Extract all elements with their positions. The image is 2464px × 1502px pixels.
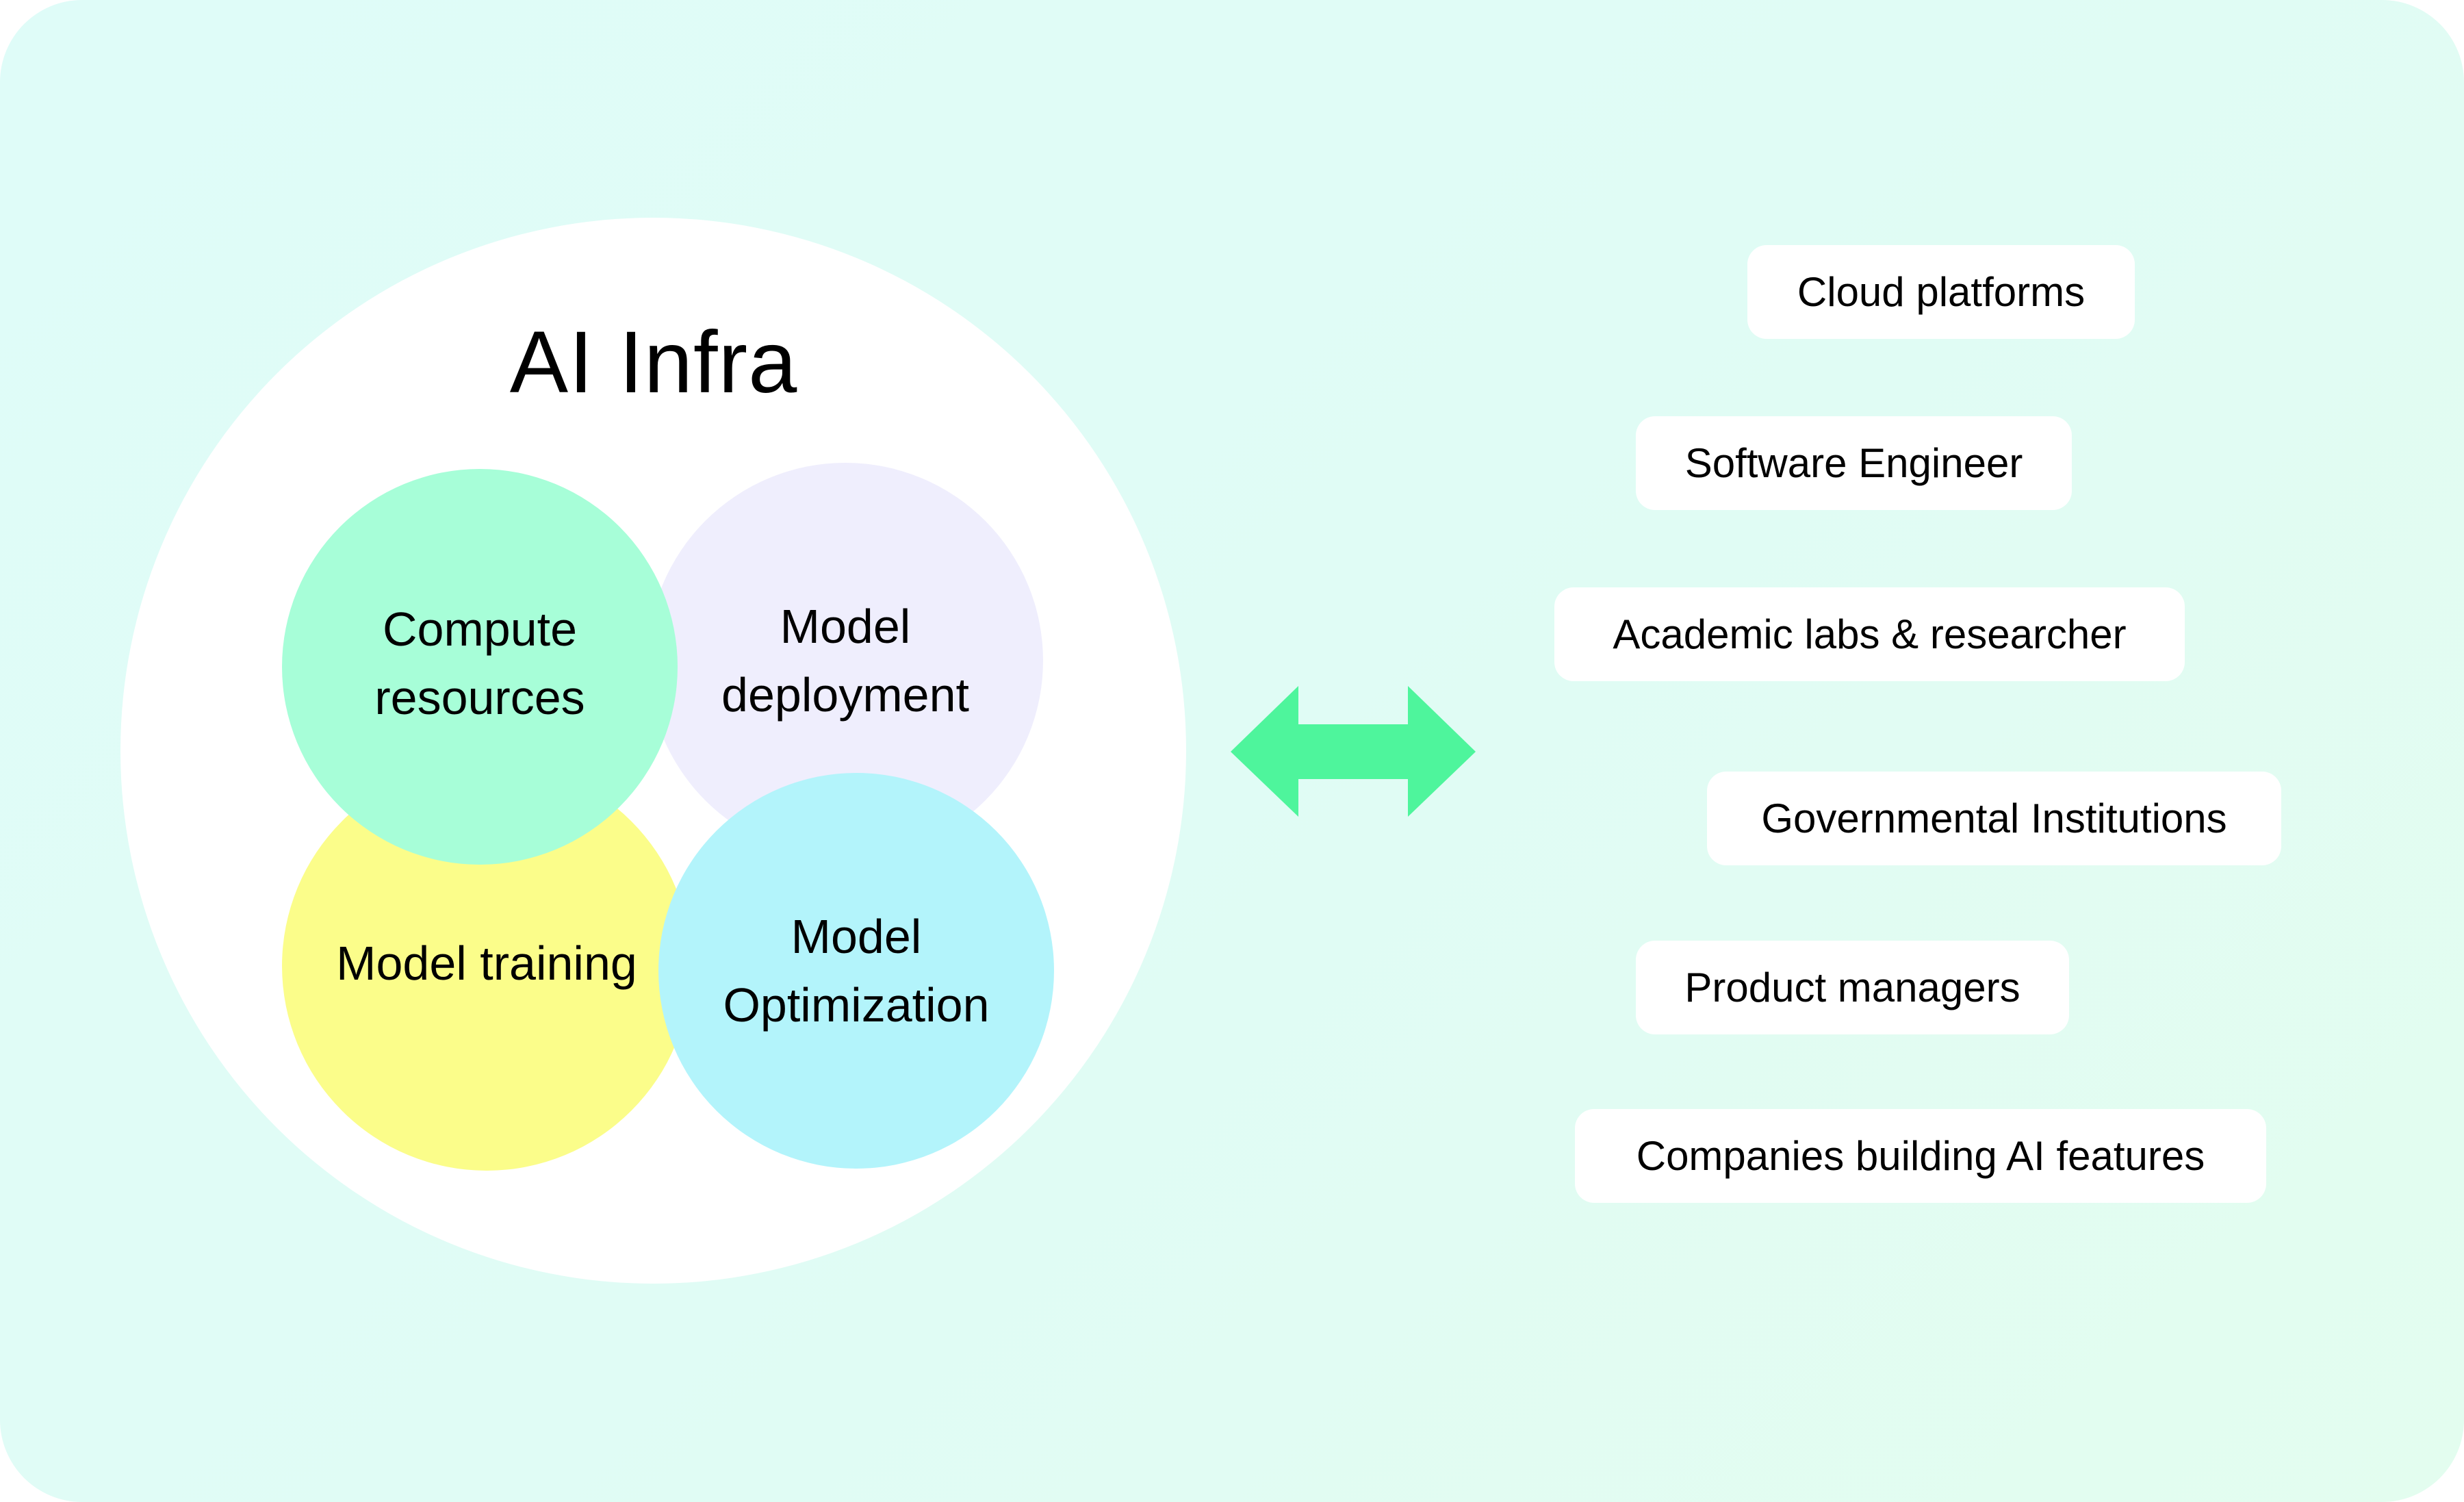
stakeholder-tag: Companies building AI features xyxy=(1575,1109,2266,1203)
component-model-deployment: Model deployment xyxy=(647,463,1043,858)
stakeholder-tag: Product managers xyxy=(1636,941,2069,1034)
double-arrow-shape xyxy=(1231,686,1476,817)
stakeholder-tag: Academic labs & researcher xyxy=(1554,587,2185,681)
component-compute-resources: Compute resources xyxy=(282,469,678,865)
component-label-line: resources xyxy=(374,671,585,724)
component-label: Model deployment xyxy=(721,592,969,729)
stakeholder-tag: Governmental Institutions xyxy=(1707,772,2281,865)
stakeholder-tag: Cloud platforms xyxy=(1747,245,2135,339)
stakeholder-label: Product managers xyxy=(1684,965,2020,1010)
diagram-title: AI Infra xyxy=(509,314,798,411)
double-arrow-icon xyxy=(1231,686,1476,817)
component-label: Compute resources xyxy=(374,595,585,732)
component-label-line: Compute xyxy=(382,602,578,656)
stakeholder-label: Cloud platforms xyxy=(1797,269,2086,315)
component-label: Model training xyxy=(336,929,637,997)
component-label-line: deployment xyxy=(721,668,969,722)
stakeholder-label: Academic labs & researcher xyxy=(1613,611,2127,657)
component-model-optimization: Model Optimization xyxy=(658,773,1054,1169)
stakeholder-label: Software Engineer xyxy=(1684,440,2023,486)
component-label: Model Optimization xyxy=(723,902,989,1039)
stakeholder-tag: Software Engineer xyxy=(1636,416,2072,510)
component-label-line: Model xyxy=(780,600,911,653)
stakeholder-label: Governmental Institutions xyxy=(1761,795,2227,841)
stakeholder-label: Companies building AI features xyxy=(1636,1133,2205,1179)
component-label-line: Model training xyxy=(336,937,637,990)
component-label-line: Model xyxy=(791,910,922,963)
component-label-line: Optimization xyxy=(723,978,990,1032)
